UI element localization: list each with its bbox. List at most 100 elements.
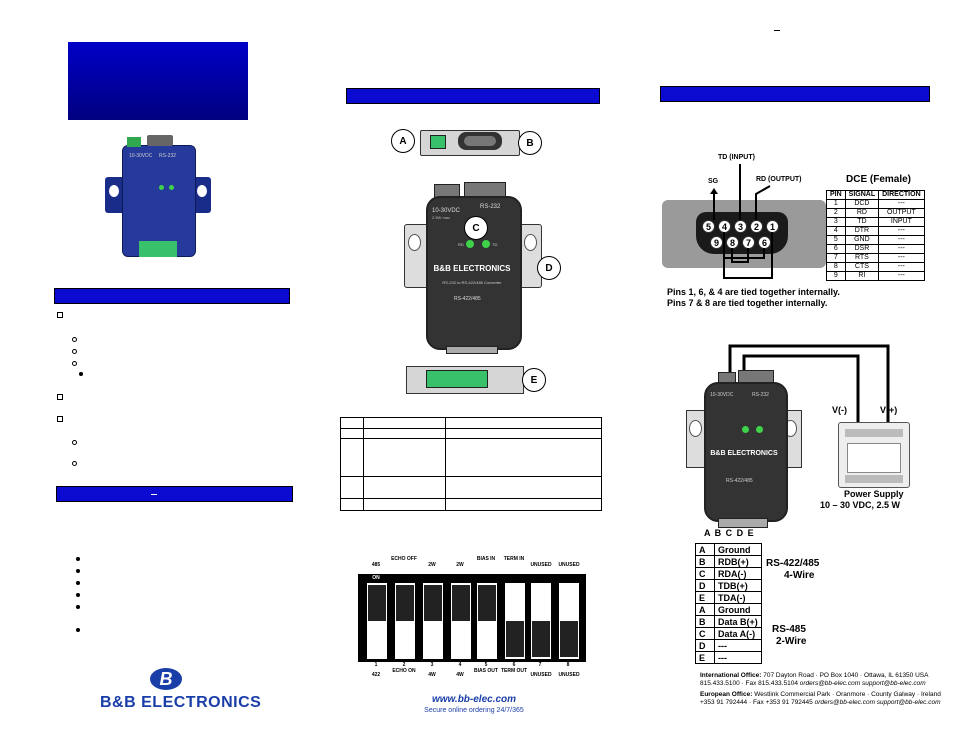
- circle-bullet: [72, 440, 77, 445]
- dip-num-8: 8: [566, 662, 570, 668]
- eu-office-phone: +353 91 792444 · Fax +353 91 792445: [700, 699, 813, 706]
- dip-switch-6[interactable]: [504, 582, 526, 660]
- dce-header-direction: DIRECTION: [878, 190, 925, 200]
- photo-port-label: RS-232: [159, 153, 176, 159]
- dce-title: DCE (Female): [846, 174, 912, 185]
- dce-header-pin: PIN: [826, 190, 846, 200]
- dip-bottom-label-3: 4W: [428, 672, 436, 678]
- dip-switch-1[interactable]: [366, 582, 388, 660]
- intl-office-label: International Office:: [700, 672, 762, 679]
- bb-logo-icon: B: [150, 668, 182, 690]
- dip-num-2: 2: [402, 662, 406, 668]
- led-td: [482, 240, 490, 248]
- bb-logo: B B&B ELECTRONICS: [100, 668, 280, 718]
- dot-bullet: [76, 605, 80, 609]
- dip-top-label-6: TERM IN: [503, 556, 525, 562]
- dip-switch-3[interactable]: [422, 582, 444, 660]
- dip-bottom-label-4: 4W: [456, 672, 464, 678]
- dip-top-label-5: BIAS IN: [476, 556, 496, 562]
- dot-bullet: [76, 593, 80, 597]
- eu-office-email[interactable]: orders@bb-elec.com support@bb-elec.com: [814, 699, 941, 706]
- office-info: International Office: 707 Dayton Road · …: [700, 672, 941, 707]
- circle-bullet: [72, 337, 77, 342]
- checkbox-bullet: [57, 416, 63, 422]
- dip-top-label-4: 2W: [456, 562, 464, 568]
- db9-note-2: Pins 7 & 8 are tied together internally.: [667, 298, 828, 308]
- front-model-label: RS-232 to RS-422/485 Converter: [442, 280, 502, 285]
- callout-c: C: [464, 216, 488, 240]
- db9-pin-2: 2: [750, 220, 763, 233]
- wired-port-top: RS-232: [752, 392, 769, 398]
- db9-rd-label: RD (OUTPUT): [756, 176, 802, 183]
- device-front-view: 10-30VDC 2.5W max RS-232 RD TD B&B ELECT…: [404, 180, 542, 354]
- dip-switch-8[interactable]: [558, 582, 580, 660]
- dip-switch-2[interactable]: [394, 582, 416, 660]
- dip-bottom-label-1: 422: [371, 672, 381, 678]
- dot-bullet: [76, 628, 80, 632]
- dip-bottom-label-8: UNUSED: [558, 672, 580, 678]
- callout-a: A: [391, 129, 415, 153]
- dip-switch-5[interactable]: [476, 582, 498, 660]
- db9-diagram: TD (INPUT) SG RD (OUTPUT) 5 4 3 2 1 9 8 …: [660, 150, 830, 284]
- photo-power-label: 10-30VDC: [129, 153, 153, 159]
- power-supply-spec: 10 – 30 VDC, 2.5 W: [820, 500, 901, 510]
- front-logo: B&B ELECTRONICS: [433, 264, 511, 273]
- db9-td-label: TD (INPUT): [718, 154, 755, 161]
- device-wired-view: 10-30VDC RS-232 B&B ELECTRONICS RS-422/4…: [686, 370, 802, 528]
- terminal-letters: A B C D E: [704, 528, 755, 538]
- dip-num-1: 1: [374, 662, 378, 668]
- power-wiring: [728, 344, 890, 426]
- wired-power-label: 10-30VDC: [710, 392, 734, 398]
- db9-pin-3: 3: [734, 220, 747, 233]
- db9-pin-7: 7: [742, 236, 755, 249]
- dip-num-7: 7: [538, 662, 542, 668]
- intl-office-phone: 815.433.5100 · Fax 815.433.5104: [700, 680, 798, 687]
- dip-top-label-7: UNUSED: [530, 562, 552, 568]
- callout-b: B: [518, 131, 542, 155]
- intl-office-address: 707 Dayton Road · PO Box 1040 · Ottawa, …: [763, 672, 929, 679]
- vminus-label: V(-): [832, 405, 847, 415]
- wired-logo: B&B ELECTRONICS: [710, 450, 778, 457]
- dip-top-label-1: 485: [371, 562, 381, 568]
- left-section-header-2: [56, 486, 293, 502]
- callout-e: E: [522, 368, 546, 392]
- photo-led-td: [169, 185, 174, 190]
- wired-led-rd: [742, 426, 749, 433]
- bb-logo-text: B&B ELECTRONICS: [100, 694, 262, 711]
- photo-led-rd: [159, 185, 164, 190]
- top-right-mark: [774, 30, 780, 31]
- dip-on-label: ON: [372, 575, 380, 581]
- dip-bottom-label-2: ECHO ON: [392, 668, 416, 674]
- front-power-sub: 2.5W max: [432, 215, 451, 220]
- table-row: D---: [695, 639, 762, 652]
- dip-switch-7[interactable]: [530, 582, 552, 660]
- dip-bottom-label-6: TERM OUT: [500, 668, 528, 674]
- dip-num-6: 6: [512, 662, 516, 668]
- power-supply-title: Power Supply: [844, 489, 904, 499]
- intl-office-email[interactable]: orders@bb-elec.com support@bb-elec.com: [799, 680, 926, 687]
- website-link[interactable]: www.bb-elec.com: [431, 694, 517, 705]
- front-port-bottom: RS-422/485: [454, 296, 481, 302]
- dip-top-label-3: 2W: [428, 562, 436, 568]
- dip-num-4: 4: [458, 662, 462, 668]
- power-supply-unit: [838, 422, 910, 488]
- dip-switch-4[interactable]: [450, 582, 472, 660]
- dip-top-label-8: UNUSED: [558, 562, 580, 568]
- product-photo: 10-30VDC RS-232: [105, 133, 211, 263]
- circle-bullet: [72, 461, 77, 466]
- led-td-label: TD: [492, 242, 498, 247]
- circle-bullet: [72, 361, 77, 366]
- dce-header-signal: SIGNAL: [844, 190, 880, 200]
- front-port-top: RS-232: [480, 204, 501, 210]
- middle-section-header: [346, 88, 600, 104]
- dip-num-5: 5: [484, 662, 488, 668]
